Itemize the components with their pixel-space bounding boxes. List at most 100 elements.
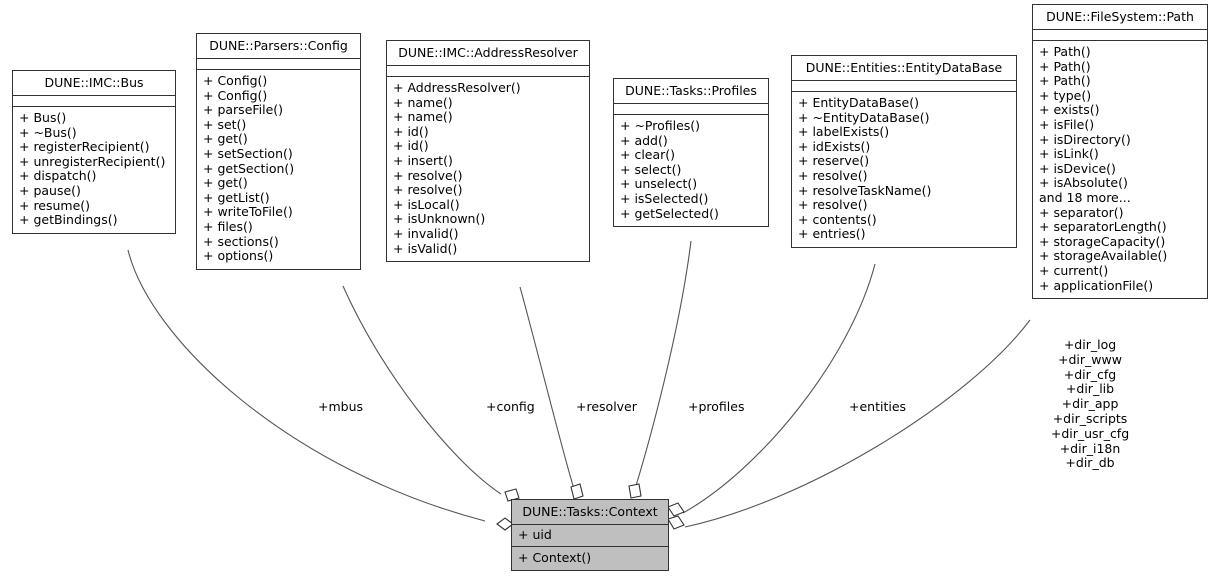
edge-entities bbox=[682, 263, 876, 514]
operation-item: + name() bbox=[393, 109, 453, 125]
operation-item: + applicationFile() bbox=[1039, 277, 1154, 293]
operation-item: + writeToFile() bbox=[203, 204, 293, 220]
operation-item: + isValid() bbox=[393, 240, 458, 256]
edge-role-item: +dir_log bbox=[1063, 337, 1117, 352]
operation-item: + Path() bbox=[1039, 73, 1091, 89]
operation-item: + getSelected() bbox=[620, 205, 719, 221]
operation-item: + unselect() bbox=[620, 176, 698, 192]
class-operations-entity-database: + EntityDataBase() + ~EntityDataBase() +… bbox=[792, 92, 1016, 247]
class-box-entity-database[interactable]: DUNE::Entities::EntityDataBase + EntityD… bbox=[791, 55, 1017, 248]
class-title-profiles: DUNE::Tasks::Profiles bbox=[614, 79, 768, 104]
class-title-path: DUNE::FileSystem::Path bbox=[1033, 5, 1207, 30]
edge-role-item: +dir_i18n bbox=[1059, 440, 1121, 456]
edge-label-profiles: +profiles bbox=[688, 399, 745, 414]
edge-path-dirs bbox=[684, 319, 1031, 528]
class-title-context: DUNE::Tasks::Context bbox=[512, 500, 668, 525]
operation-item: and 18 more... bbox=[1039, 189, 1131, 205]
class-attributes-config bbox=[197, 59, 360, 70]
operation-item: + unregisterRecipient() bbox=[19, 153, 166, 169]
class-operations-context: + Context() bbox=[512, 547, 668, 571]
class-title-address-resolver: DUNE::IMC::AddressResolver bbox=[387, 41, 589, 66]
class-attributes-path bbox=[1033, 30, 1207, 41]
class-box-context[interactable]: DUNE::Tasks::Context + uid + Context() bbox=[511, 499, 669, 572]
operation-item: + ~Profiles() bbox=[620, 118, 701, 133]
operation-item: + getBindings() bbox=[19, 212, 118, 228]
operation-item: + files() bbox=[203, 218, 253, 234]
class-box-path[interactable]: DUNE::FileSystem::Path + Path() + Path()… bbox=[1032, 4, 1208, 300]
operation-item: + getList() bbox=[203, 189, 270, 205]
operation-item: + Context() bbox=[518, 549, 592, 565]
aggregation-diamond-entities bbox=[667, 502, 685, 517]
edge-role-item: +dir_cfg bbox=[1063, 366, 1117, 382]
operation-item: + setSection() bbox=[203, 145, 293, 161]
operation-item: + EntityDataBase() bbox=[798, 95, 919, 110]
operation-item: + resolveTaskName() bbox=[798, 182, 932, 198]
operation-item: + Path() bbox=[1039, 58, 1091, 74]
operation-item: + clear() bbox=[620, 147, 676, 163]
operation-item: + resolve() bbox=[798, 197, 868, 213]
operation-item: + separatorLength() bbox=[1039, 219, 1167, 235]
class-box-profiles[interactable]: DUNE::Tasks::Profiles + ~Profiles() + ad… bbox=[613, 78, 769, 228]
operation-item: + get() bbox=[203, 131, 248, 147]
class-operations-address-resolver: + AddressResolver() + name() + name() + … bbox=[387, 77, 589, 261]
aggregation-diamond-path bbox=[667, 515, 685, 530]
edge-role-item: +dir_usr_cfg bbox=[1050, 425, 1130, 441]
operation-item: + ~EntityDataBase() bbox=[798, 109, 930, 125]
edge-label-entities: +entities bbox=[849, 399, 907, 414]
class-box-config[interactable]: DUNE::Parsers::Config + Config() + Confi… bbox=[196, 33, 361, 270]
operation-item: + sections() bbox=[203, 233, 279, 249]
operation-item: + id() bbox=[393, 123, 429, 139]
operation-item: + resolve() bbox=[393, 182, 463, 198]
operation-item: + registerRecipient() bbox=[19, 139, 150, 155]
operation-item: + isLocal() bbox=[393, 196, 460, 212]
operation-item: + isFile() bbox=[1039, 116, 1095, 132]
edge-config bbox=[342, 285, 502, 495]
edge-role-item: +dir_db bbox=[1065, 455, 1115, 471]
operation-item: + resume() bbox=[19, 197, 91, 213]
class-operations-config: + Config() + Config() + parseFile() + se… bbox=[197, 70, 360, 269]
edge-role-item: +dir_app bbox=[1061, 396, 1119, 412]
edge-label-mbus: +mbus bbox=[318, 399, 364, 414]
operation-item: + isDirectory() bbox=[1039, 131, 1131, 147]
class-title-entity-database: DUNE::Entities::EntityDataBase bbox=[792, 56, 1016, 81]
operation-item: + contents() bbox=[798, 211, 877, 227]
edge-mbus bbox=[127, 249, 486, 522]
class-attributes-profiles bbox=[614, 104, 768, 115]
operation-item: + AddressResolver() bbox=[393, 80, 521, 95]
class-box-address-resolver[interactable]: DUNE::IMC::AddressResolver + AddressReso… bbox=[386, 40, 590, 263]
class-attributes-context: + uid bbox=[512, 525, 668, 547]
operation-item: + set() bbox=[203, 116, 247, 132]
operation-item: + name() bbox=[393, 94, 453, 110]
class-box-bus[interactable]: DUNE::IMC::Bus + Bus() + ~Bus() + regist… bbox=[12, 70, 176, 234]
operation-item: + isLink() bbox=[1039, 146, 1099, 162]
class-operations-path: + Path() + Path() + Path() + type() + ex… bbox=[1033, 41, 1207, 298]
operation-item: + current() bbox=[1039, 262, 1109, 278]
operation-item: + storageCapacity() bbox=[1039, 233, 1166, 249]
operation-item: + separator() bbox=[1039, 204, 1124, 220]
operation-item: + Path() bbox=[1039, 44, 1091, 59]
operation-item: + isUnknown() bbox=[393, 211, 486, 227]
edge-resolver bbox=[519, 286, 575, 490]
attribute-item: + uid bbox=[518, 527, 552, 542]
operation-item: + labelExists() bbox=[798, 124, 890, 140]
operation-item: + exists() bbox=[1039, 102, 1100, 118]
edge-role-item: +dir_www bbox=[1058, 351, 1122, 367]
operation-item: + Config() bbox=[203, 73, 268, 88]
operation-item: + isAbsolute() bbox=[1039, 175, 1128, 191]
operation-item: + Config() bbox=[203, 87, 268, 103]
operation-item: + resolve() bbox=[393, 167, 463, 183]
edge-role-item: +dir_lib bbox=[1065, 381, 1115, 397]
class-attributes-address-resolver bbox=[387, 66, 589, 77]
operation-item: + Bus() bbox=[19, 110, 67, 125]
edge-role-item: +dir_scripts bbox=[1052, 410, 1128, 426]
operation-item: + idExists() bbox=[798, 138, 871, 154]
edge-label-resolver: +resolver bbox=[576, 399, 637, 414]
class-attributes-entity-database bbox=[792, 81, 1016, 92]
operation-item: + options() bbox=[203, 248, 274, 264]
operation-item: + isDevice() bbox=[1039, 160, 1116, 176]
edge-label-config: +config bbox=[486, 399, 535, 414]
edge-label-path-dirs: +dir_log+dir_www+dir_cfg+dir_lib+dir_app… bbox=[1030, 337, 1150, 471]
operation-item: + select() bbox=[620, 161, 682, 177]
class-operations-bus: + Bus() + ~Bus() + registerRecipient() +… bbox=[13, 107, 175, 233]
